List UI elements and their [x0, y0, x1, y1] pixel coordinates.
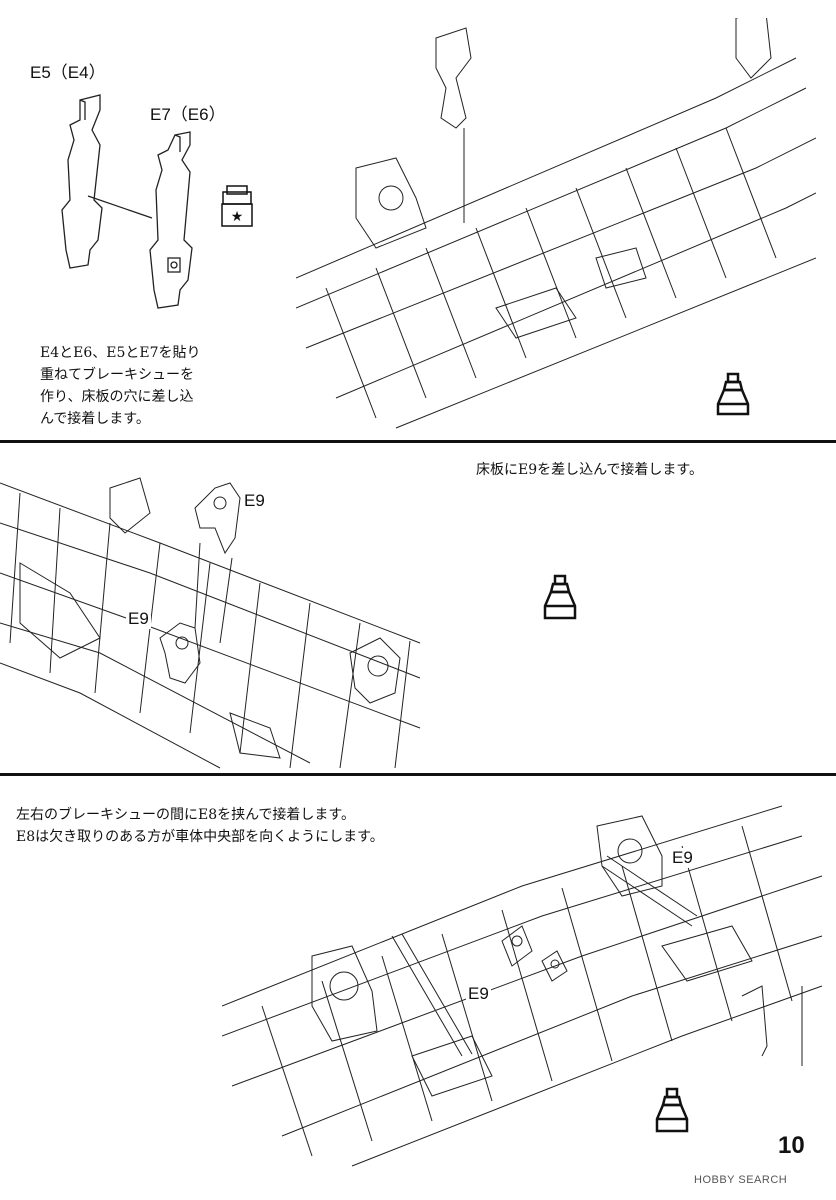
watermark: HOBBY SEARCH: [694, 1174, 788, 1186]
part-label-e9-a: E9: [670, 848, 695, 868]
step-1-section: E5（E4） E7（E6） ★ E4とE6、E5とE7を貼り 重ねてブレーキシュ…: [0, 0, 836, 440]
instruction-line: E8は欠き取りのある方が車体中央部を向くようにします。: [16, 829, 384, 845]
svg-text:★: ★: [231, 209, 244, 225]
part-label-e5: E5（E4）: [30, 63, 106, 82]
step-1-instructions: E4とE6、E5とE7を貼り 重ねてブレーキシューを 作り、床板の穴に差し込 ん…: [40, 342, 201, 430]
instruction-line: E4とE6、E5とE7を貼り: [40, 345, 201, 361]
instruction-line: んで接着します。: [40, 411, 150, 427]
chassis-drawing-step-3: [222, 805, 823, 1167]
brake-shoe-parts-drawing: ★: [61, 94, 253, 309]
glue-bottle-icon: [655, 1087, 689, 1133]
instruction-line: 左右のブレーキシューの間にE8を挟んで接着します。: [16, 807, 356, 823]
instruction-line: 重ねてブレーキシューを: [40, 367, 194, 383]
step-3-instructions: 左右のブレーキシューの間にE8を挟んで接着します。 E8は欠き取りのある方が車体…: [16, 804, 384, 848]
part-label-e7: E7（E6）: [150, 105, 226, 124]
glue-bottle-icon: [716, 372, 750, 416]
instruction-line: 作り、床板の穴に差し込: [40, 389, 194, 405]
part-label-e9-top: E9: [244, 491, 265, 510]
glue-bottle-icon: [543, 574, 577, 620]
step-2-section: 床板にE9を差し込んで接着します。 E9 E9: [0, 443, 836, 773]
star-bag-icon: ★: [221, 185, 253, 227]
section-divider: [0, 773, 836, 776]
step-3-section: 左右のブレーキシューの間にE8を挟んで接着します。 E8は欠き取りのある方が車体…: [0, 776, 836, 1200]
chassis-drawing-step-2: [0, 477, 421, 769]
page-number: 10: [778, 1132, 805, 1159]
step-2-instruction: 床板にE9を差し込んで接着します。: [476, 462, 704, 478]
part-label-e9-mid: E9: [126, 609, 151, 629]
chassis-drawing-step-1: [296, 18, 816, 429]
part-label-e9-b: E9: [466, 984, 491, 1004]
section-divider: [0, 440, 836, 443]
